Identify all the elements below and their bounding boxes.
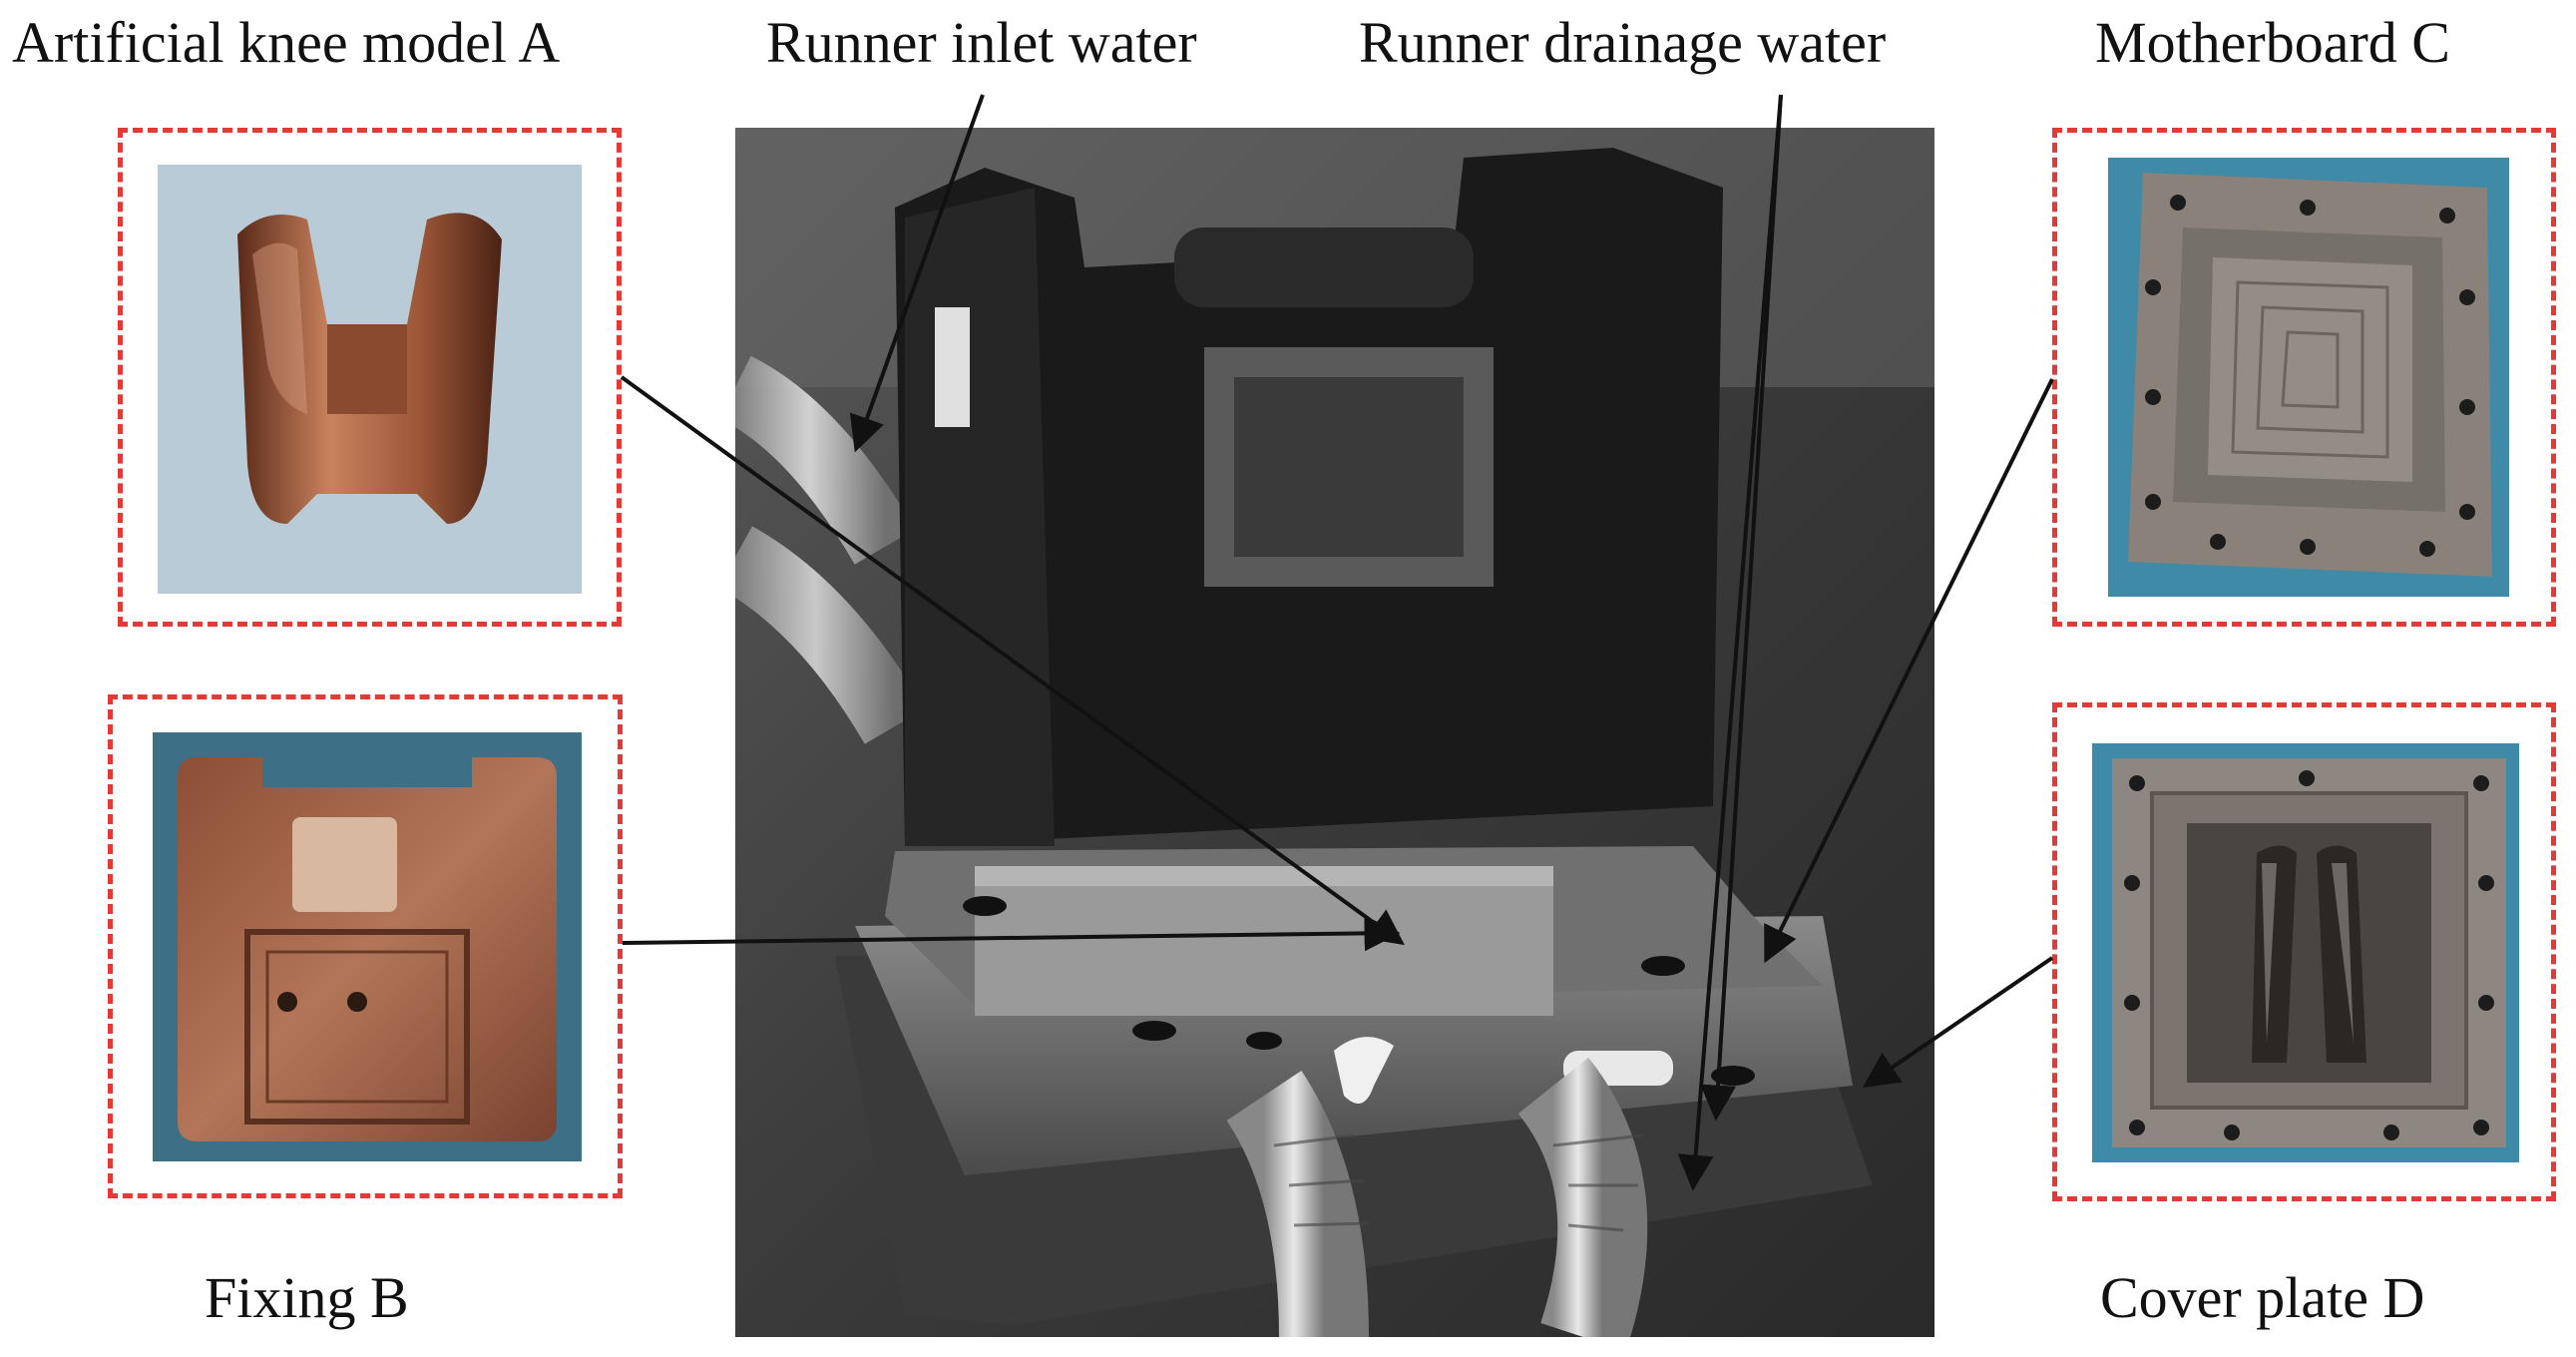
- dashed-frame-cover-plate: [2052, 702, 2556, 1201]
- dashed-frame-motherboard: [2052, 128, 2556, 627]
- label-runner-drainage-water: Runner drainage water: [1359, 10, 1887, 75]
- dashed-frame-fixing: [108, 694, 623, 1198]
- label-artificial-knee-model-a: Artificial knee model A: [12, 10, 561, 75]
- photo-cover-plate: [2092, 743, 2519, 1162]
- label-fixing-b: Fixing B: [205, 1265, 409, 1330]
- label-runner-inlet-water: Runner inlet water: [766, 10, 1197, 75]
- photo-test-rig-assembly: [735, 128, 1934, 1337]
- photo-motherboard: [2108, 158, 2509, 597]
- label-cover-plate-d: Cover plate D: [2100, 1265, 2425, 1330]
- photo-artificial-knee-model: [158, 165, 582, 594]
- label-motherboard-c: Motherboard C: [2095, 10, 2450, 75]
- dashed-frame-knee-model: [118, 128, 622, 627]
- photo-fixing: [153, 732, 582, 1161]
